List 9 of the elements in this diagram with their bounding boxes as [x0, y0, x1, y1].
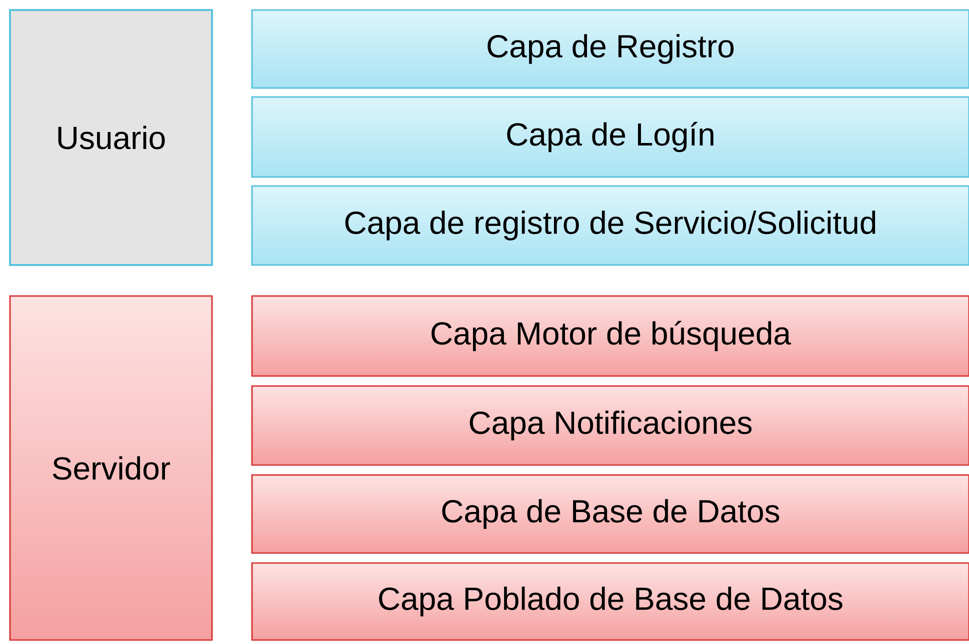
layer-box: Capa Poblado de Base de Datos [251, 562, 969, 641]
layer-box: Capa de registro de Servicio/Solicitud [251, 185, 969, 266]
user-panel: Usuario [9, 9, 213, 266]
layer-box: Capa de Registro [251, 9, 969, 89]
layer-box: Capa Motor de búsqueda [251, 295, 969, 377]
server-panel: Servidor [9, 295, 213, 641]
layer-box: Capa de Logín [251, 96, 969, 178]
layer-box: Capa de Base de Datos [251, 474, 969, 554]
layer-box: Capa Notificaciones [251, 385, 969, 466]
